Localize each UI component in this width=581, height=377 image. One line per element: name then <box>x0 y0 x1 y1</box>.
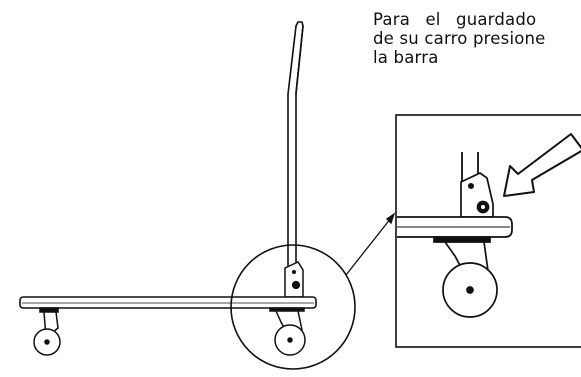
cart-handle <box>287 21 304 271</box>
detail-platform <box>397 216 513 238</box>
instruction-line-1: Para el guardado <box>373 10 537 29</box>
leader-arrow-icon <box>345 212 396 276</box>
cart-front-caster <box>33 307 61 356</box>
detail-caster <box>433 236 498 318</box>
detail-hinge-bracket <box>460 172 494 218</box>
instruction-line-3: la barra <box>373 48 439 67</box>
cart-rear-caster <box>269 307 306 356</box>
arrow-icon <box>503 133 581 197</box>
cart-platform <box>19 296 317 309</box>
instruction-line-2: de su carro presione <box>373 29 546 48</box>
instruction-text: Para el guardado de su carro presione la… <box>373 10 581 67</box>
detail-inset <box>395 114 581 348</box>
detail-highlight-circle <box>230 244 356 370</box>
cart-hinge-bracket <box>284 261 304 298</box>
